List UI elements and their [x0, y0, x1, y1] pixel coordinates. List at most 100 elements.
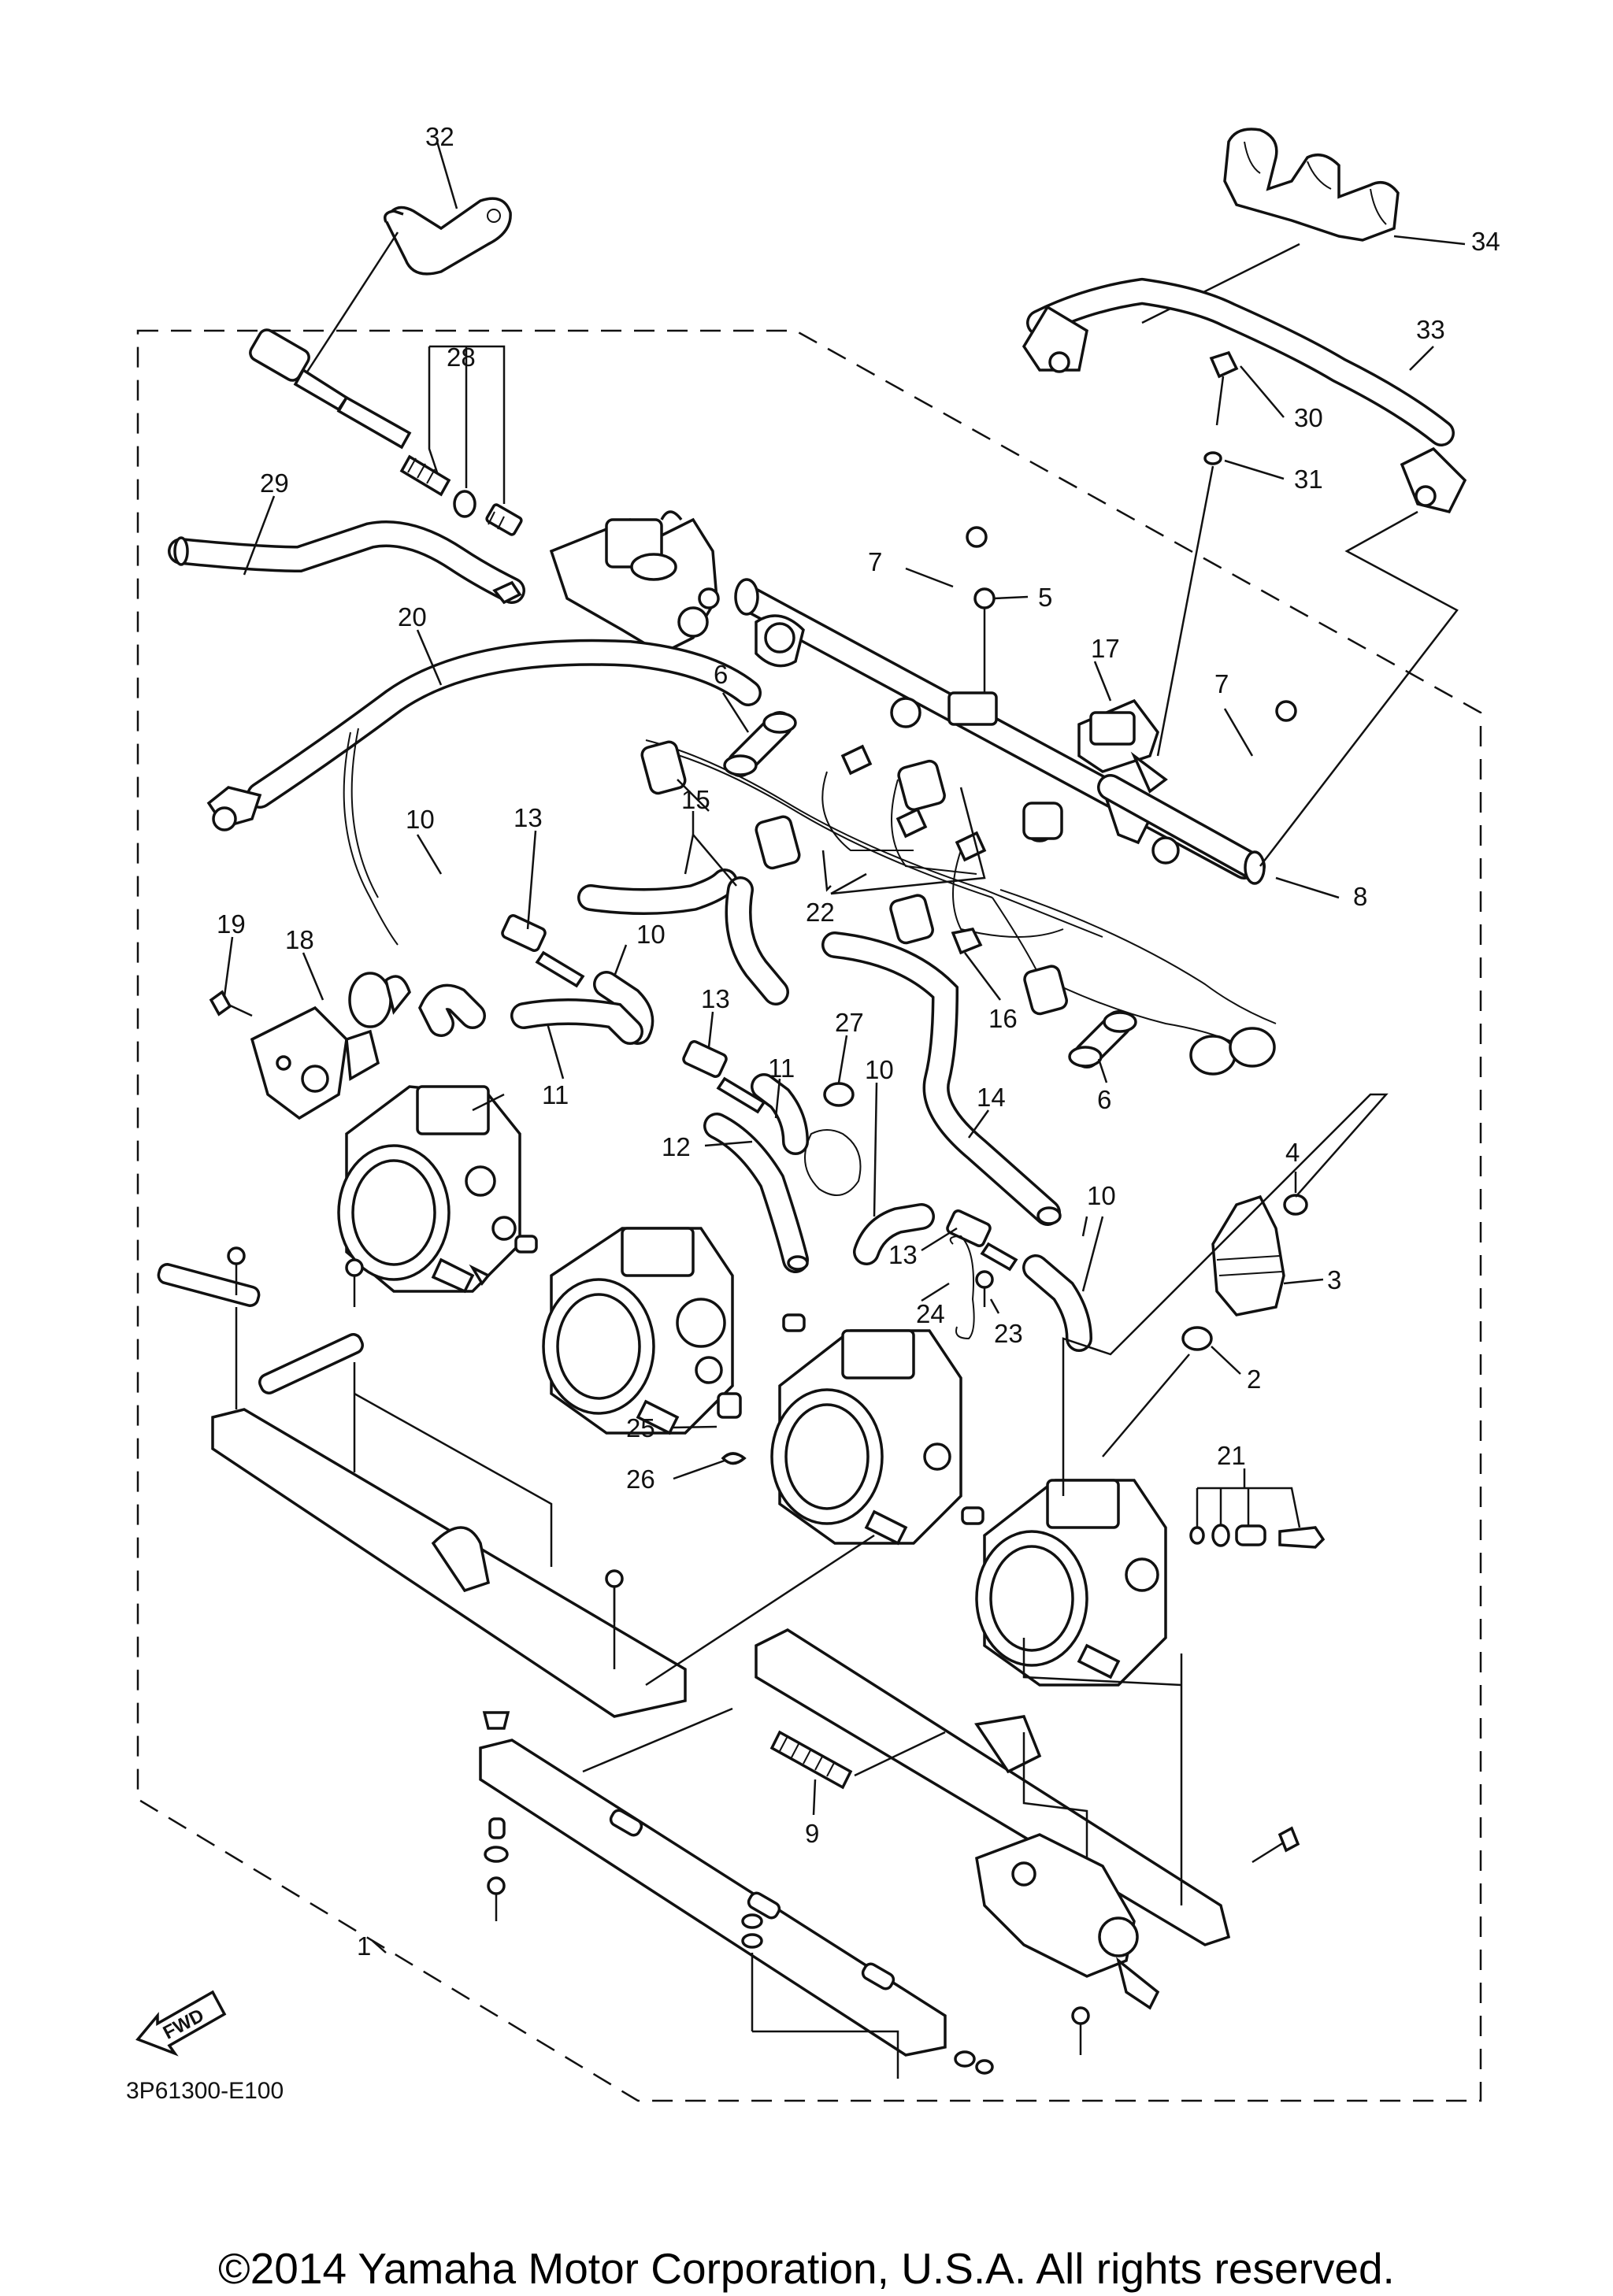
callout-29: 29 [260, 468, 289, 498]
collar-lower [482, 1711, 510, 1730]
spring-small-3 [961, 1506, 984, 1525]
callout-5: 5 [1038, 583, 1052, 612]
wire-harness [640, 739, 1277, 1076]
forward-arrow: FWD [135, 1990, 227, 2057]
screw-23 [975, 1270, 994, 1307]
callout-30: 30 [1294, 403, 1323, 432]
bolt-lower-a [487, 1876, 506, 1921]
callout-13-b: 13 [701, 984, 730, 1013]
callout-19: 19 [217, 909, 246, 939]
callout-14: 14 [977, 1083, 1006, 1112]
callout-15: 15 [681, 785, 710, 814]
callout-13-a: 13 [514, 803, 543, 832]
throttle-link-plate-upper [157, 1263, 687, 1718]
callout-18: 18 [285, 925, 314, 954]
screw-19 [209, 990, 253, 1017]
hose-joint-13-a [501, 914, 585, 988]
hose-14 [821, 931, 1062, 1226]
washer-lower-a [484, 1846, 509, 1863]
clip-26 [721, 1452, 747, 1465]
washer-lower-b [741, 1913, 763, 1929]
lead-wire-24 [949, 1235, 975, 1340]
callout-33: 33 [1416, 315, 1445, 344]
hose-15 [577, 868, 789, 1005]
callout-17: 17 [1091, 634, 1120, 663]
screw-d [1251, 1826, 1300, 1864]
leader-lines [223, 141, 1466, 1953]
assembly-boundary [136, 329, 1482, 2102]
callout-8: 8 [1353, 882, 1367, 911]
callout-12: 12 [662, 1132, 691, 1161]
callout-13-c: 13 [888, 1240, 918, 1269]
callout-31: 31 [1294, 465, 1323, 494]
throttle-body-4 [975, 1479, 1167, 1687]
fuel-hose [1022, 277, 1467, 514]
callout-34: 34 [1471, 227, 1500, 256]
screw-c [605, 1569, 624, 1622]
washer-lower-c [741, 1933, 763, 1949]
seal-4 [1283, 1194, 1308, 1216]
throttle-link-rail-lower-left [479, 1739, 947, 2057]
fuel-injector [1211, 1194, 1285, 1316]
callout-23: 23 [994, 1319, 1023, 1348]
callout-11-a: 11 [542, 1080, 569, 1109]
throttle-stop-mechanism [975, 1833, 1160, 2010]
screw-5 [973, 587, 996, 646]
callout-16: 16 [988, 1004, 1018, 1033]
callout-32: 32 [425, 122, 454, 151]
cap-25 [717, 1392, 742, 1419]
callout-10-d: 10 [1087, 1181, 1116, 1210]
clamp-16 [951, 928, 983, 955]
spring-small-2 [782, 1313, 806, 1332]
callout-labels: 1 2 3 4 5 6 6 7 7 8 9 10 10 10 10 11 11 … [217, 122, 1500, 1961]
hose-11-b [751, 1073, 809, 1155]
spring-small-1 [514, 1235, 538, 1254]
callout-7-lower: 7 [1214, 669, 1229, 698]
copyright-notice: ©2014 Yamaha Motor Corporation, U.S.A. A… [218, 2244, 1395, 2293]
grommet-lower [488, 1817, 506, 1839]
throttle-stop-assembly [549, 510, 720, 655]
callout-27: 27 [835, 1008, 864, 1037]
callout-9: 9 [805, 1819, 819, 1848]
hose-clamp-27 [804, 1082, 862, 1196]
callout-28: 28 [447, 343, 476, 372]
bolt-7-lower [1210, 700, 1297, 806]
throttle-position-sensor [250, 972, 411, 1120]
hose-11-a [510, 998, 643, 1045]
joint-hose-6-upper [723, 711, 797, 777]
throttle-body-1 [337, 1085, 521, 1294]
callout-11-b: 11 [768, 1054, 795, 1083]
bolt-30 [1209, 350, 1239, 426]
throttle-body-2 [542, 1227, 734, 1435]
pilot-screw-set [1189, 1524, 1326, 1549]
callout-21: 21 [1217, 1441, 1246, 1470]
pressure-sensor [1077, 698, 1168, 794]
hose-holder [1223, 128, 1400, 242]
hose-10-c [853, 1203, 935, 1265]
callout-26: 26 [626, 1465, 655, 1494]
screw-b [345, 1258, 364, 1307]
callout-3: 3 [1327, 1265, 1341, 1294]
callout-24: 24 [916, 1299, 945, 1328]
callout-25: 25 [626, 1413, 655, 1442]
callout-4: 4 [1285, 1138, 1300, 1167]
callout-6-upper: 6 [714, 660, 728, 689]
callout-22: 22 [806, 898, 835, 927]
hose-12 [703, 1113, 809, 1273]
screw-a [227, 1246, 246, 1295]
joint-hose-6-lower [1068, 1010, 1137, 1068]
callout-10-c: 10 [865, 1055, 894, 1084]
sub-wire-harness [206, 639, 762, 946]
hose-joint-13-b [682, 1040, 766, 1114]
hose-joint-13-c [946, 1209, 1018, 1272]
throttle-cable-29 [168, 520, 525, 605]
hose-10-d [1022, 1254, 1092, 1352]
callout-6-lower: 6 [1097, 1085, 1111, 1114]
diagram-code: 3P61300-E100 [126, 2078, 284, 2104]
o-ring-2 [1181, 1326, 1213, 1351]
spring-9 [769, 1730, 853, 1790]
callout-20: 20 [398, 602, 427, 631]
hose-10-a [417, 983, 486, 1037]
throttle-cable-bracket [384, 197, 512, 276]
